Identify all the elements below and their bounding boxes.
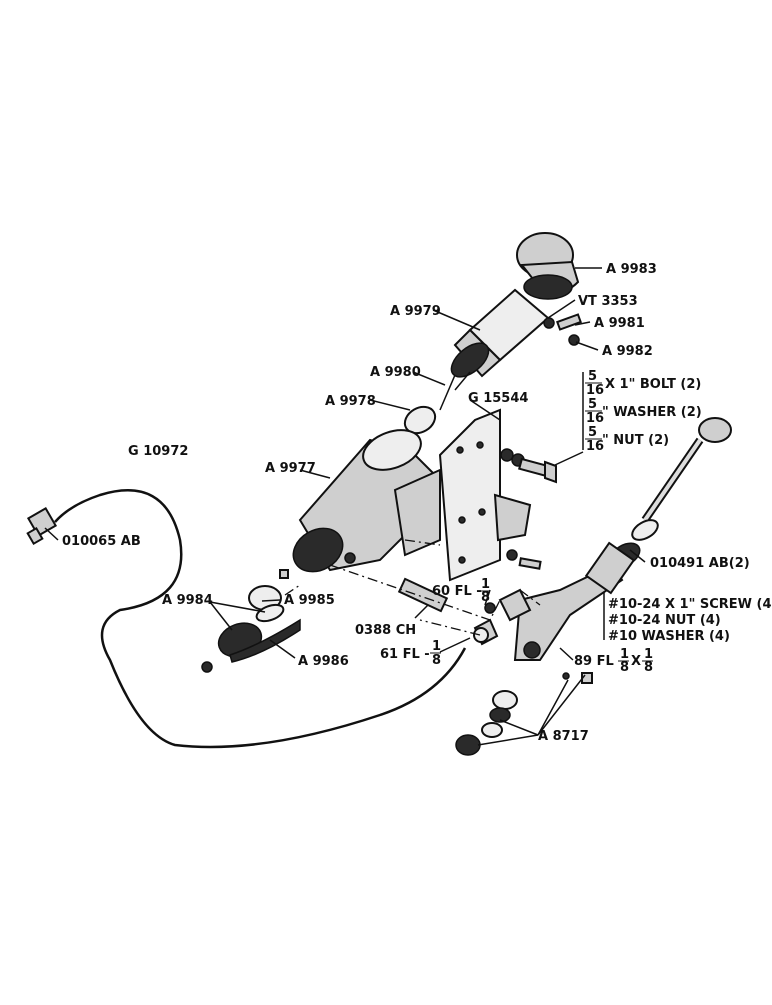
hardware-screw: #10-24 X 1" SCREW (4): [608, 597, 772, 612]
fraction-den: 8: [620, 660, 629, 675]
fraction-den: 8: [432, 653, 441, 668]
label-a8717: A 8717: [538, 729, 589, 744]
fraction-num: 1: [644, 647, 653, 662]
fraction-num: 1: [481, 577, 490, 592]
fraction-den: 8: [481, 590, 490, 605]
label-61fl-text: 61 FL -: [380, 647, 430, 662]
screw-hardware-callout: #10-24 X 1" SCREW (4) #10-24 NUT (4) #10…: [608, 597, 772, 644]
fraction-num: 5: [588, 425, 597, 440]
label-g10972: G 10972: [128, 444, 188, 459]
filter-body-part: [450, 288, 550, 391]
bolt-set: [500, 448, 557, 484]
label-60fl-text: 60 FL -: [432, 584, 482, 599]
label-89fl-text: 89 FL: [574, 654, 614, 669]
label-a9986: A 9986: [298, 654, 349, 669]
label-a9982: A 9982: [602, 344, 653, 359]
label-a9979: A 9979: [390, 304, 441, 319]
centerline: [329, 564, 501, 621]
fraction-den: 16: [586, 411, 604, 426]
times-sign: X: [631, 654, 641, 669]
fitting-assembly: [506, 541, 636, 684]
fraction-den: 8: [644, 660, 653, 675]
label-a9985: A 9985: [284, 593, 335, 608]
label-a9984: A 9984: [162, 593, 213, 608]
label-0388ch: 0388 CH: [355, 623, 416, 638]
label-a9977: A 9977: [265, 461, 316, 476]
hardware-nut: " NUT (2): [602, 433, 669, 448]
label-vt3353: VT 3353: [578, 294, 638, 309]
label-61fl: 61 FL - 1 8: [380, 639, 441, 668]
label-g15544: G 15544: [468, 391, 528, 406]
centerline: [519, 589, 541, 606]
hardware-screw-nut: #10-24 NUT (4): [608, 613, 721, 628]
leader-lines: [44, 267, 646, 746]
fraction-den: 16: [586, 439, 604, 454]
label-a9981: A 9981: [594, 316, 645, 331]
label-60fl: 60 FL - 1 8: [432, 577, 490, 605]
label-89fl: 89 FL 1 8 X 1 8: [574, 647, 653, 675]
needle-part: [403, 374, 456, 435]
elbow-fitting-part: [26, 506, 58, 546]
hardware-washer: " WASHER (2): [602, 405, 702, 420]
hardware-screw-washer: #10 WASHER (4): [608, 629, 730, 644]
bolt-hardware-callout: 5 16 X 1" BOLT (2) 5 16 " WASHER (2) 5 1…: [585, 369, 702, 454]
hose-line: [54, 489, 467, 749]
label-a9978: A 9978: [325, 394, 376, 409]
hardware-bolt: X 1" BOLT (2): [605, 377, 701, 392]
centerline: [404, 539, 441, 546]
small-screw-parts: [543, 313, 582, 346]
fraction-num: 5: [588, 369, 597, 384]
fraction-num: 5: [588, 397, 597, 412]
bracket-part: [438, 408, 532, 582]
centerline: [284, 584, 301, 596]
gauge-parts: [455, 690, 518, 756]
fraction-num: 1: [620, 647, 629, 662]
centerline: [419, 619, 481, 636]
housing-part: [292, 429, 442, 573]
filter-cup-parts: [201, 569, 301, 673]
fraction-num: 1: [432, 639, 441, 654]
label-a9980: A 9980: [370, 365, 421, 380]
label-010491ab: 010491 AB(2): [650, 556, 750, 571]
label-a9983: A 9983: [606, 262, 657, 277]
label-010065ab: 010065 AB: [62, 534, 141, 549]
fraction-den: 16: [586, 383, 604, 398]
cap-part: [516, 232, 580, 300]
elbow-fittings: [473, 588, 532, 646]
